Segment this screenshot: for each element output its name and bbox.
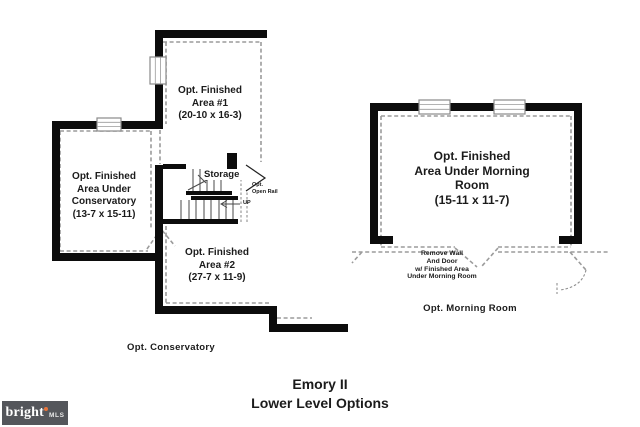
plan-subtitle: Lower Level Options [251, 395, 389, 411]
conservatory-line3: Conservatory [71, 196, 137, 207]
conservatory-caption: Opt. Conservatory [127, 342, 215, 353]
conservatory-dims: (13-7 x 15-11) [72, 208, 136, 220]
area2-line1: Opt. Finished [185, 247, 249, 258]
storage-callout-chevron [245, 164, 267, 192]
door-leaf-left [454, 247, 478, 268]
bright-mls-suffix-text: MLS [49, 411, 65, 419]
area2-dims: (27-7 x 11-9) [188, 272, 246, 283]
note-line2: And Door [426, 257, 458, 265]
area1-dims: (20-10 x 16-3) [178, 110, 242, 121]
left-plan-walls [52, 30, 348, 332]
door-swing-right [556, 251, 587, 294]
note-line1: Remove Wall [420, 250, 464, 257]
open-rail-label: Opt. Open Rail [252, 182, 284, 195]
bright-mls-logo: bright MLS [2, 401, 68, 425]
conservatory-line2: Area Under [77, 183, 131, 195]
up-label: UP [243, 200, 251, 206]
morning-room-label: Opt. Finished Area Under Morning Room (1… [374, 149, 570, 207]
door-swing-left-stub [351, 251, 363, 264]
morning-room-line2: Area Under Morning [414, 163, 530, 178]
conservatory-line1: Opt. Finished [72, 171, 136, 182]
plan-title: Emory II [292, 376, 348, 392]
morning-room-line3: Room [455, 178, 489, 192]
area2-line2: Area #2 [198, 259, 236, 271]
area2-label: Opt. Finished Area #2 (27-7 x 11-9) [158, 247, 276, 285]
window-conservatory [96, 117, 122, 132]
right-plan-dashed-lines [351, 115, 608, 294]
window-morning-room-1 [418, 99, 451, 115]
open-rail-line2: Open Rail [252, 188, 278, 195]
storage-label: Storage [204, 169, 250, 180]
up-arrow [220, 200, 240, 208]
area1-line2: Area #1 [191, 97, 229, 109]
note-line3: w/ Finished Area [415, 265, 469, 273]
morning-room-caption: Opt. Morning Room [423, 303, 517, 314]
conservatory-area-label: Opt. Finished Area Under Conservatory (1… [50, 171, 158, 221]
storage-leader-line [197, 174, 207, 184]
window-morning-room-2 [493, 99, 526, 115]
windows [96, 56, 526, 132]
staircase [163, 153, 267, 224]
door-leaf-right [481, 247, 499, 267]
area1-line1: Opt. Finished [178, 85, 242, 96]
area1-label: Opt. Finished Area #1 (20-10 x 16-3) [153, 85, 267, 123]
note-line4: Under Morning Room [407, 273, 477, 281]
right-plan-walls [370, 103, 582, 244]
open-rail-line1: Opt. [252, 182, 263, 188]
bright-mls-brand-text: bright [5, 405, 44, 420]
morning-room-line1: Opt. Finished [433, 149, 511, 163]
remove-wall-note: Remove Wall And Door w/ Finished Area Un… [388, 250, 496, 281]
bright-mls-spark-icon [44, 406, 48, 411]
window-area1 [149, 56, 167, 85]
morning-room-dims: (15-11 x 11-7) [434, 192, 510, 207]
door-swing-left-plan [146, 227, 176, 250]
